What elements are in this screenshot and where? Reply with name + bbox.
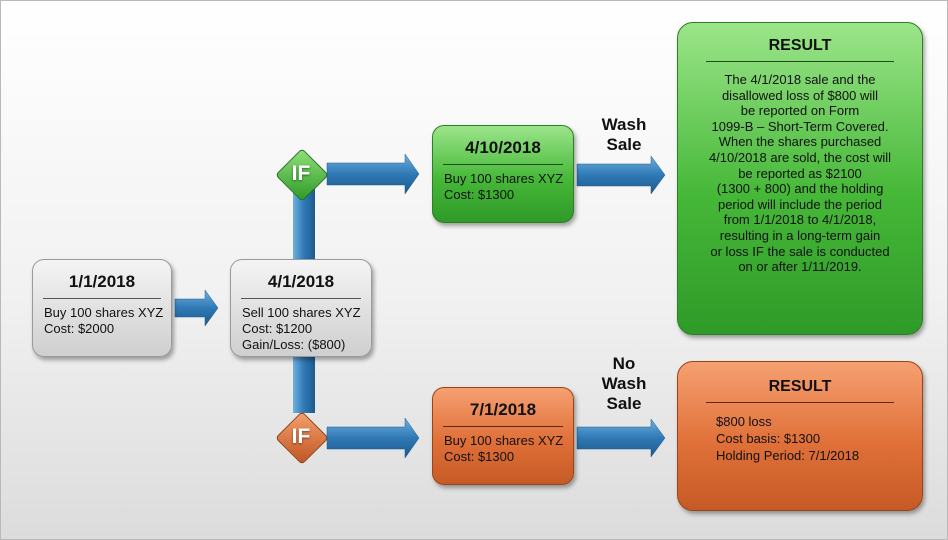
wash-sale-label-line: Sale (606, 135, 642, 154)
connector-sale-to-if-bottom (293, 357, 315, 413)
sale-date: 4/1/2018 (267, 272, 335, 291)
wash-result-body: The 4/1/2018 sale and the disallowed los… (678, 72, 922, 275)
wash-result-line: 4/10/2018 are sold, the cost will (708, 149, 892, 165)
wash-result-line: be reported as $2100 (738, 165, 862, 181)
arrow-wash-to-result (576, 155, 666, 195)
wash-result-line: from 1/1/2018 to 4/1/2018, (723, 212, 877, 228)
start-divider (43, 298, 161, 299)
no-wash-result-body: $800 loss Cost basis: $1300 Holding Peri… (678, 413, 922, 464)
wash-result-line: 1099-B – Short-Term Covered. (711, 118, 889, 134)
no-wash-sale-label-line: Sale (606, 394, 642, 413)
arrow-start-to-sale (174, 289, 219, 327)
wash-result-divider (706, 61, 894, 62)
if-bottom-label: IF (291, 425, 311, 448)
wash-result-line: (1300 + 800) and the holding (716, 181, 884, 197)
sale-line: Cost: $1200 (242, 321, 313, 336)
wash-line: Cost: $1300 (444, 187, 515, 202)
sale-line: Sell 100 shares XYZ (242, 305, 361, 320)
no-wash-result-line: $800 loss (716, 414, 772, 429)
wash-result-title: RESULT (768, 37, 832, 54)
no-wash-divider (443, 426, 563, 427)
wash-date: 4/10/2018 (465, 138, 541, 157)
sale-divider (241, 298, 361, 299)
connector-sale-to-if-top (293, 189, 315, 263)
no-wash-sale-label: No Wash Sale (587, 354, 661, 414)
wash-purchase-box: 4/10/2018 Buy 100 shares XYZ Cost: $1300 (432, 125, 574, 223)
arrow-if-bottom-to-no-wash (326, 417, 420, 459)
wash-line: Buy 100 shares XYZ (444, 171, 564, 186)
wash-result-box: RESULT The 4/1/2018 sale and the disallo… (677, 22, 923, 335)
wash-result-line: The 4/1/2018 sale and the (724, 72, 876, 87)
start-line: Buy 100 shares XYZ (44, 305, 164, 320)
sale-line: Gain/Loss: ($800) (242, 337, 346, 352)
arrow-no-wash-to-result (576, 418, 666, 458)
sale-box: 4/1/2018 Sell 100 shares XYZ Cost: $1200… (230, 259, 372, 357)
no-wash-result-line: Cost basis: $1300 (716, 431, 821, 446)
wash-sale-label: Wash Sale (587, 115, 661, 155)
if-bottom-decision: IF (275, 411, 329, 465)
start-date: 1/1/2018 (68, 272, 136, 291)
no-wash-sale-label-line: Wash (601, 374, 647, 393)
wash-result-line: on or after 1/11/2019. (738, 259, 862, 275)
wash-result-line: be reported on Form (740, 103, 860, 119)
no-wash-line: Cost: $1300 (444, 449, 515, 464)
wash-sale-label-line: Wash (601, 115, 647, 134)
no-wash-result-title: RESULT (768, 378, 832, 395)
arrow-if-top-to-wash (326, 153, 420, 195)
no-wash-sale-label-line: No (612, 354, 636, 373)
wash-result-line: When the shares purchased (718, 134, 882, 150)
wash-result-line: resulting in a long-term gain (719, 227, 881, 243)
no-wash-purchase-box: 7/1/2018 Buy 100 shares XYZ Cost: $1300 (432, 387, 574, 485)
wash-divider (443, 164, 563, 165)
no-wash-result-line: Holding Period: 7/1/2018 (716, 448, 860, 463)
no-wash-result-box: RESULT $800 loss Cost basis: $1300 Holdi… (677, 361, 923, 511)
no-wash-date: 7/1/2018 (469, 400, 537, 419)
if-top-label: IF (291, 162, 311, 185)
wash-result-line: disallowed loss of $800 will (721, 87, 879, 103)
start-line: Cost: $2000 (44, 321, 115, 336)
wash-result-line: period will include the period (717, 196, 883, 212)
start-purchase-box: 1/1/2018 Buy 100 shares XYZ Cost: $2000 (32, 259, 172, 357)
no-wash-result-divider (706, 402, 894, 403)
wash-result-line: or loss IF the sale is conducted (710, 243, 890, 259)
no-wash-line: Buy 100 shares XYZ (444, 433, 564, 448)
if-top-decision: IF (275, 148, 329, 202)
